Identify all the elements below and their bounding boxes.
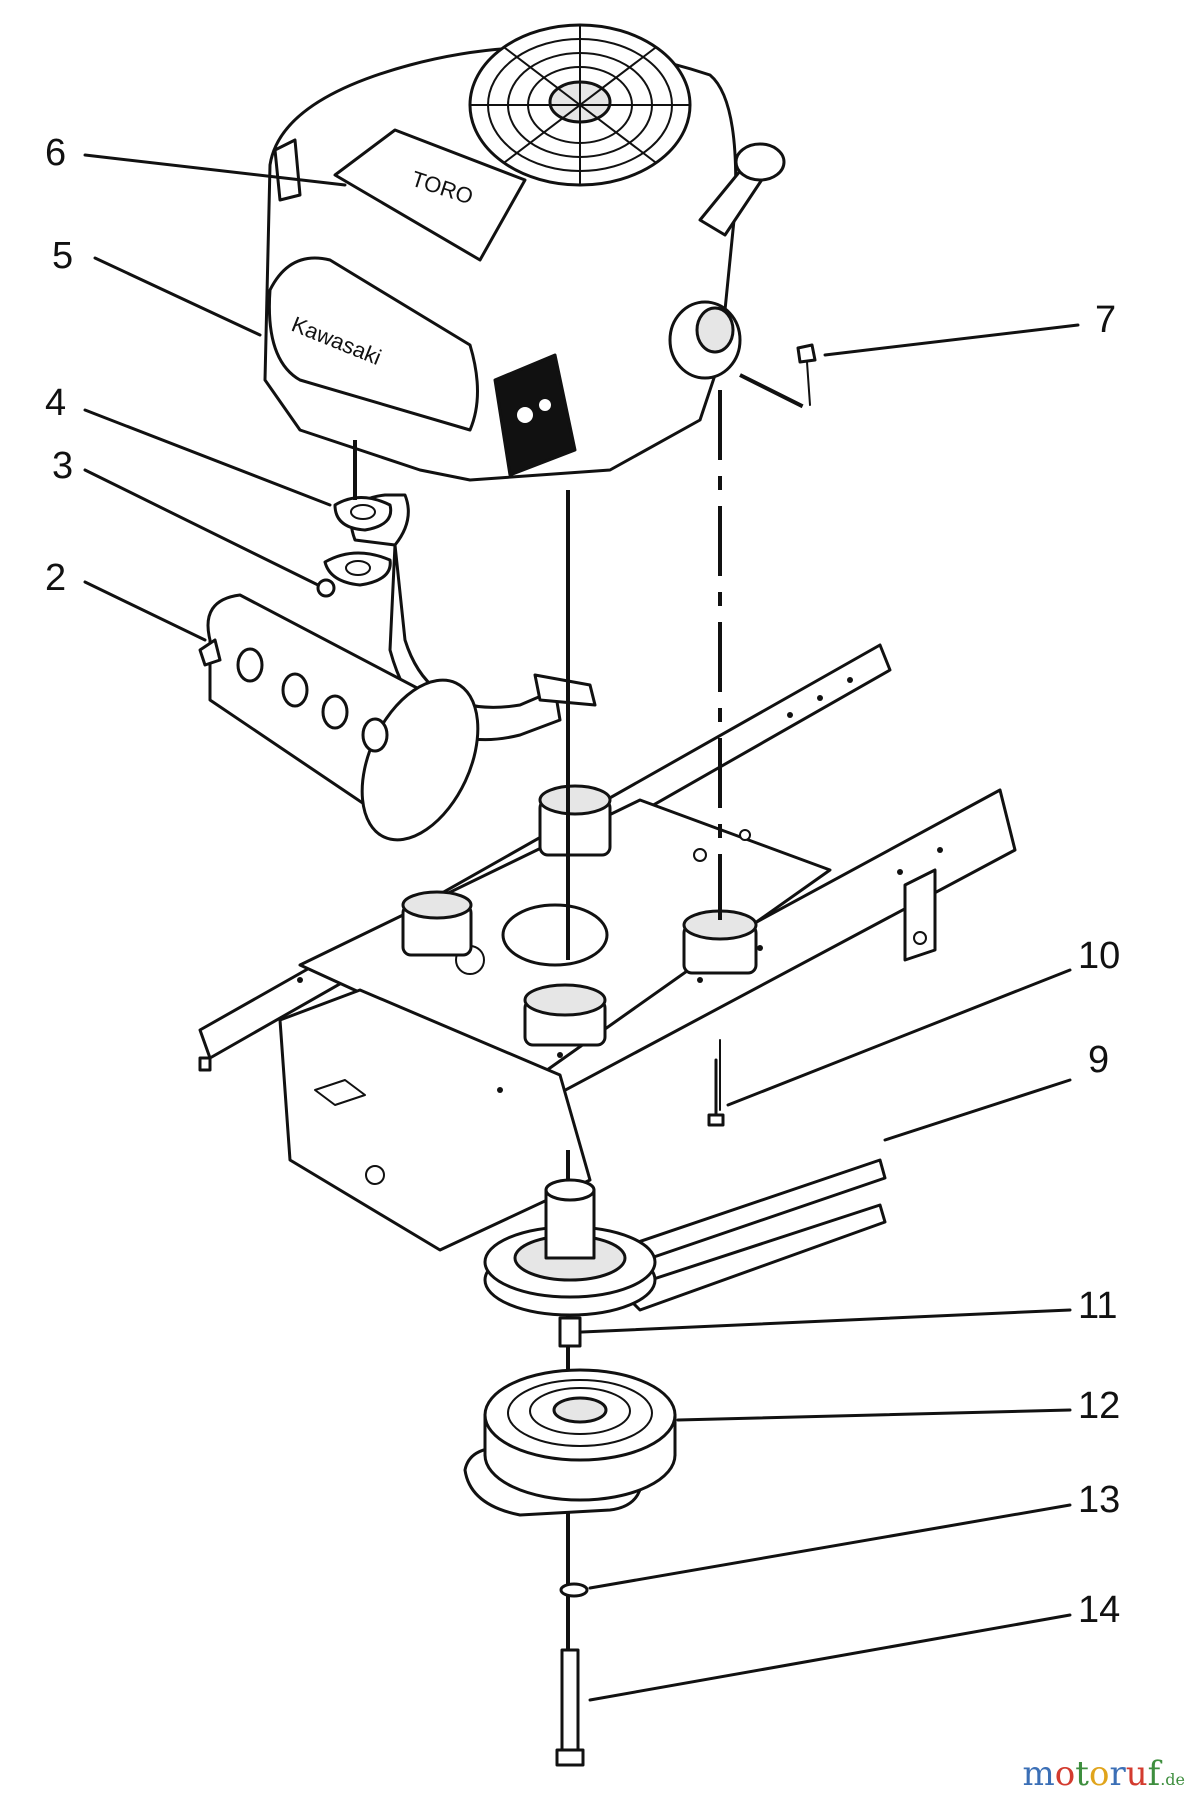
pulley-key [558,1316,582,1348]
leader-5 [93,256,262,337]
leader-3 [83,468,320,587]
watermark-letter: m [1022,1754,1055,1794]
plate-hole [739,829,751,841]
callout-14: 14 [1078,1589,1120,1631]
watermark-suffix: .de [1160,1770,1185,1789]
leader-lines [83,153,1080,1702]
muffler-tip [198,638,222,667]
gasket-port [350,504,376,520]
leader-7 [823,323,1080,357]
leader-12 [676,1408,1072,1422]
callout-7: 7 [1095,299,1116,341]
muffler-vent [361,717,389,753]
exhaust-flange [533,673,597,707]
watermark-text: motoruf [1023,1754,1161,1794]
leader-9 [883,1078,1072,1142]
muffler-vent [281,672,309,708]
grille-spokes [469,24,691,186]
engine-decal [333,128,527,262]
engine-mounts [401,784,758,1047]
rail-bracket [903,868,937,962]
bolt-item-10 [707,1058,725,1127]
leader-4 [83,408,332,507]
bolt-shank [806,361,811,406]
bolt-shank [560,1648,580,1752]
lift-bracket [273,138,302,202]
leader-11 [580,1308,1072,1334]
plate-hole [693,848,707,862]
control-knob [539,399,551,411]
oil-fill-cap [734,142,786,182]
control-panel [493,353,577,477]
callout-11: 11 [1078,1285,1117,1327]
callout-6: 6 [45,132,66,174]
bolt-head [555,1748,585,1767]
watermark-letter: o [1088,1754,1110,1794]
callout-12: 12 [1078,1385,1120,1427]
pto-clutch [463,1368,677,1517]
watermark-letter: t [1075,1754,1089,1794]
callout-3: 3 [52,445,73,487]
callout-4: 4 [45,382,66,424]
bolt-7-axis [739,373,811,412]
mount-rear-left [538,784,612,857]
watermark-letter: r [1109,1754,1126,1794]
callout-labels: 6 5 4 3 2 7 10 9 11 12 13 14 [45,132,1120,1631]
clutch-bore [552,1396,608,1424]
air-cleaner-cover [267,256,479,432]
bolt-head [707,1113,725,1127]
clutch-ring [507,1379,653,1447]
bolt-item-14 [555,1648,585,1767]
watermark-letter: u [1125,1754,1148,1794]
frame-rail-left-end [198,1056,212,1072]
pan-slot [314,1079,366,1106]
pan-hole [365,1165,385,1185]
bracket-hole [913,931,927,945]
leader-13 [588,1503,1072,1590]
muffler-assembly [198,493,597,842]
spacer-top [544,1178,596,1202]
watermark: motoruf.de [1023,1754,1185,1794]
callout-5: 5 [52,235,73,277]
control-knob [517,407,533,423]
callout-13: 13 [1078,1479,1120,1521]
clutch-ring [529,1387,631,1435]
leader-14 [588,1613,1072,1702]
belt-guide-assembly [483,1158,887,1348]
bolt-head [796,343,817,364]
muffler-vent [321,694,349,730]
bolt-item-7 [796,343,817,406]
washer [559,1582,589,1598]
watermark-letter: f [1147,1754,1161,1794]
muffler-vent [236,647,264,683]
plate-center-hole [501,903,609,967]
leader-2 [83,580,207,642]
frame-lower-pan [278,988,592,1252]
mount-front-left [401,890,473,957]
watermark-letter: o [1054,1754,1076,1794]
hex-nut [316,578,336,598]
callout-9: 9 [1088,1039,1109,1081]
mount-front [523,983,607,1047]
mount-right [682,909,758,975]
leader-10 [726,968,1072,1107]
callout-10: 10 [1078,935,1120,977]
oil-filter-face [695,306,735,354]
pipe-port [345,560,371,576]
rail-holes [297,677,943,1093]
callout-2: 2 [45,557,66,599]
engine-assembly: TORO Kawasaki [263,23,786,482]
leader-6 [83,153,347,187]
